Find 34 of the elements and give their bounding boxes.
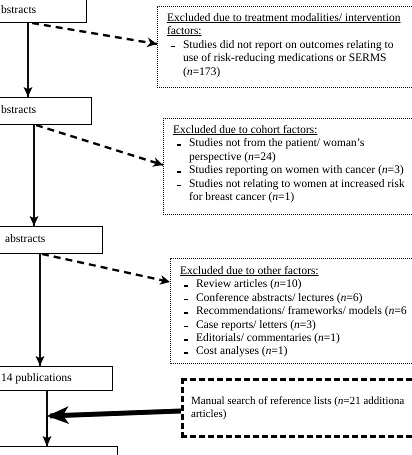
arrow	[30, 125, 38, 226]
exclusion-reason: Recommendations/ frameworks/ models (n=6	[196, 305, 407, 319]
exclusion-reason: Studies not relating to women at increased risk for breast cancer (n=1)	[189, 178, 406, 204]
arrow	[24, 23, 32, 97]
dashed-arrow	[36, 124, 164, 167]
exclusion-box	[157, 6, 412, 88]
process-box	[0, 97, 92, 125]
exclusion-reason: Studies not from the patient/ woman’s perspective (n=24)	[189, 137, 366, 164]
process-box	[0, 0, 87, 23]
process-box	[0, 446, 118, 455]
note-text: Manual search of reference lists (n=21 additiona articles)	[191, 395, 406, 421]
exclusion-reason: Studies did not report on outcomes relating to use of risk-reducing medications or SERMS (n=173)	[183, 38, 394, 80]
dashed-arrow	[32, 22, 158, 48]
exclusion-reason: Cost analyses (n=1)	[196, 345, 288, 359]
step-label: abstracts	[5, 233, 46, 247]
exclusion-box	[163, 118, 412, 215]
exclusion-heading: Excluded due to cohort factors:	[173, 124, 318, 138]
dashed-arrow	[42, 252, 170, 285]
exclusion-box	[170, 258, 412, 364]
step-label: 14 publications	[1, 372, 73, 386]
step-label: bstracts	[1, 104, 38, 118]
dashed-note-box	[181, 378, 412, 438]
exclusion-heading: Excluded due to treatment modalities/ intervention factors:	[167, 12, 402, 39]
process-box	[0, 366, 113, 391]
arrow	[36, 254, 44, 366]
thick-arrow	[44, 406, 182, 446]
exclusion-reason: Case reports/ letters (n=3)	[196, 318, 316, 332]
exclusion-reason: Conference abstracts/ lectures (n=6)	[196, 292, 362, 306]
exclusion-reason: Editorials/ commentaries (n=1)	[196, 332, 340, 346]
step-label: bstracts	[1, 4, 38, 18]
process-box	[0, 226, 103, 254]
exclusion-reason: Studies reporting on women with cancer (n=3)	[189, 164, 404, 178]
exclusion-reason: Review articles (n=10)	[196, 278, 302, 292]
exclusion-heading: Excluded due to other factors:	[180, 265, 320, 278]
